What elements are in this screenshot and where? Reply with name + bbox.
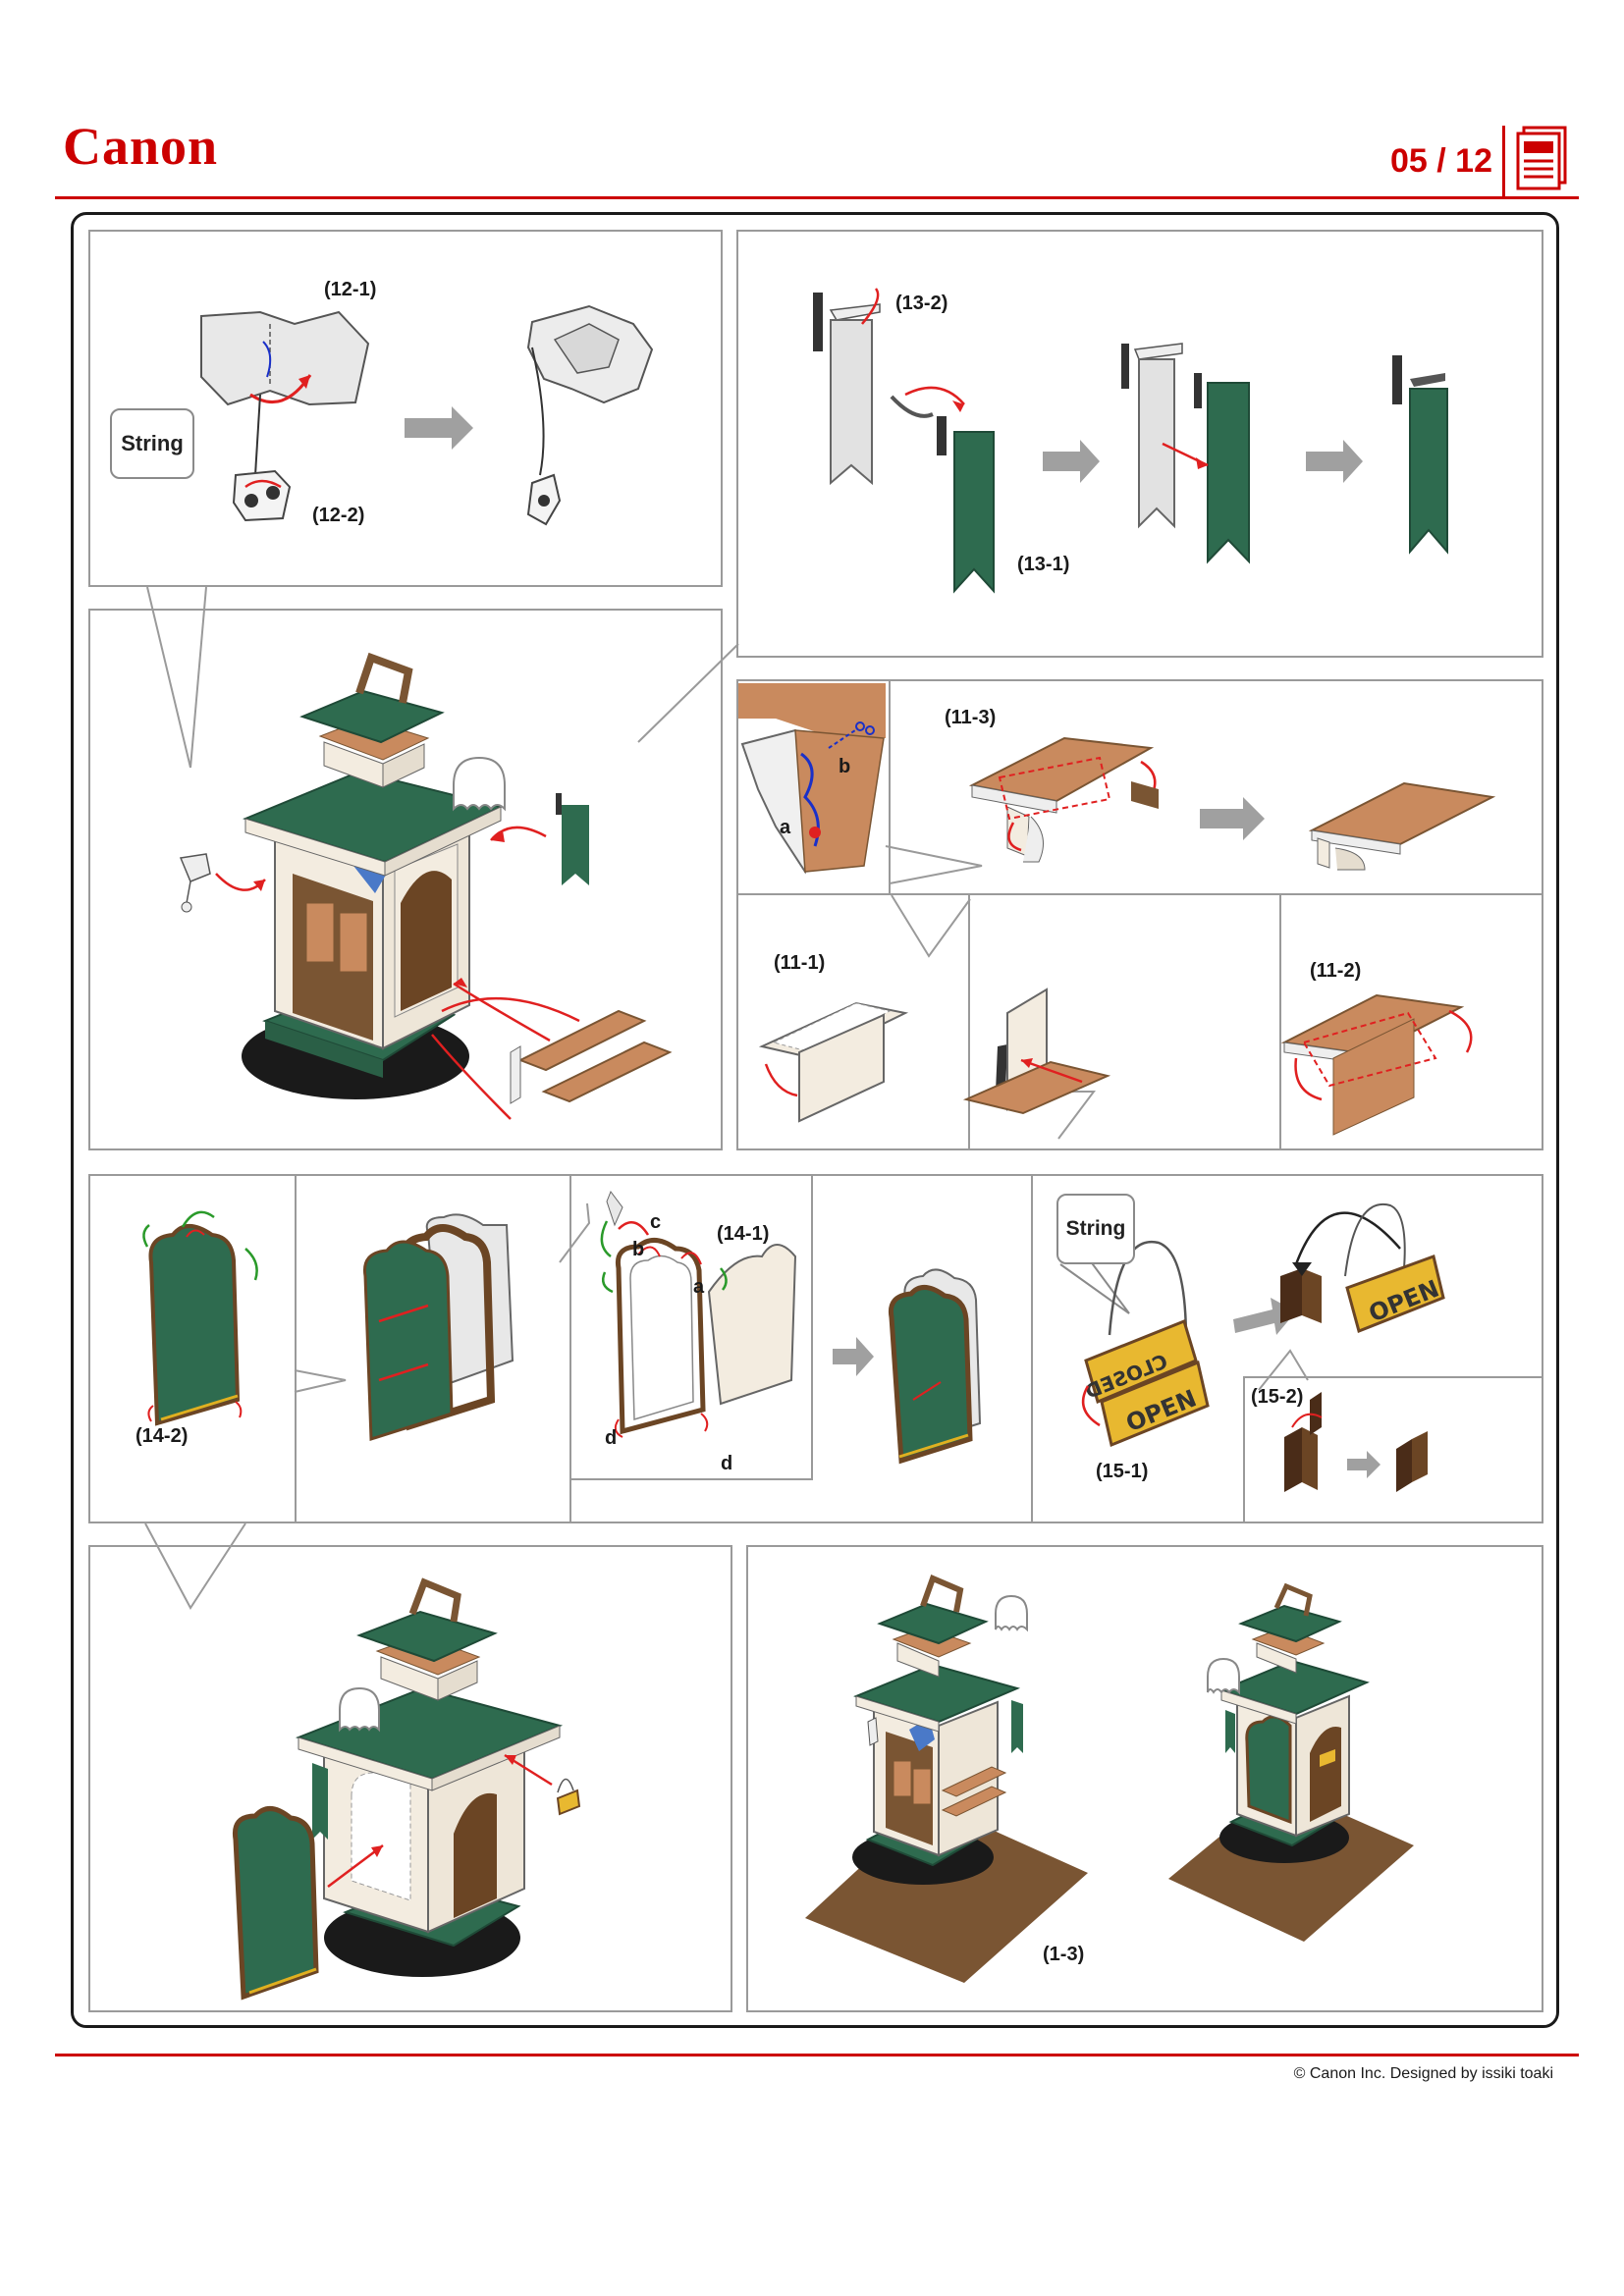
shelf-divider-v2: [968, 893, 970, 1150]
letter-b-cut: b: [839, 756, 851, 777]
label-1-3: (1-3): [1043, 1944, 1085, 1965]
spider-web-illustration: [200, 304, 654, 526]
label-12-1: (12-1): [324, 279, 377, 300]
banner-illustration: [813, 288, 1448, 594]
door-attach-illustration: [144, 1522, 581, 2001]
sign-divider-v: [1243, 1376, 1245, 1523]
label-15-2: (15-2): [1251, 1386, 1304, 1408]
label-13-2: (13-2): [895, 293, 948, 314]
footer-rule: [55, 2054, 1579, 2056]
door-divider-2: [569, 1174, 571, 1523]
label-11-2: (11-2): [1310, 960, 1362, 982]
header-rule: [55, 196, 1579, 199]
shelf-illustration: [738, 683, 1496, 1140]
canon-logo: Canon: [63, 117, 219, 176]
document-icon: [1516, 126, 1567, 190]
open-sign-illustration: CLOSED OPEN OPEN: [1059, 1202, 1445, 1492]
letter-d-right: d: [721, 1453, 733, 1474]
page-number: 05 / 12: [1390, 142, 1492, 180]
door-divider-4: [811, 1174, 813, 1480]
header-divider: [1502, 126, 1505, 198]
copyright-text: © Canon Inc. Designed by issiki toaki: [1293, 2065, 1553, 2082]
final-lantern-illustration: [805, 1574, 1414, 1983]
label-11-3: (11-3): [945, 707, 997, 728]
string-callout-2: String: [1056, 1194, 1135, 1264]
instruction-frame: [71, 212, 1559, 2028]
door-divider-1: [295, 1174, 297, 1523]
label-12-2: (12-2): [312, 505, 365, 526]
letter-d-left: d: [605, 1427, 618, 1449]
letter-a-cut: a: [780, 817, 791, 838]
label-14-1: (14-1): [717, 1223, 770, 1245]
sign-divider-h: [1243, 1376, 1543, 1378]
label-15-1: (15-1): [1096, 1461, 1149, 1482]
shelf-divider-v3: [1279, 893, 1281, 1150]
letter-b-door: b: [632, 1239, 645, 1260]
label-11-1: (11-1): [774, 952, 826, 974]
label-13-1: (13-1): [1017, 554, 1070, 575]
lantern-assembly-illustration: [146, 586, 739, 1120]
label-14-2: (14-2): [135, 1425, 189, 1447]
door-illustration: [142, 1190, 982, 1465]
string-callout: String: [110, 408, 194, 479]
shelf-divider-h: [736, 893, 1543, 895]
letter-c: c: [650, 1211, 662, 1233]
panel-door: [88, 1174, 1033, 1523]
panel-spider-web: [88, 230, 723, 587]
letter-a-door: a: [693, 1276, 705, 1298]
door-divider-3: [569, 1478, 813, 1480]
shelf-divider-v1: [889, 679, 891, 893]
